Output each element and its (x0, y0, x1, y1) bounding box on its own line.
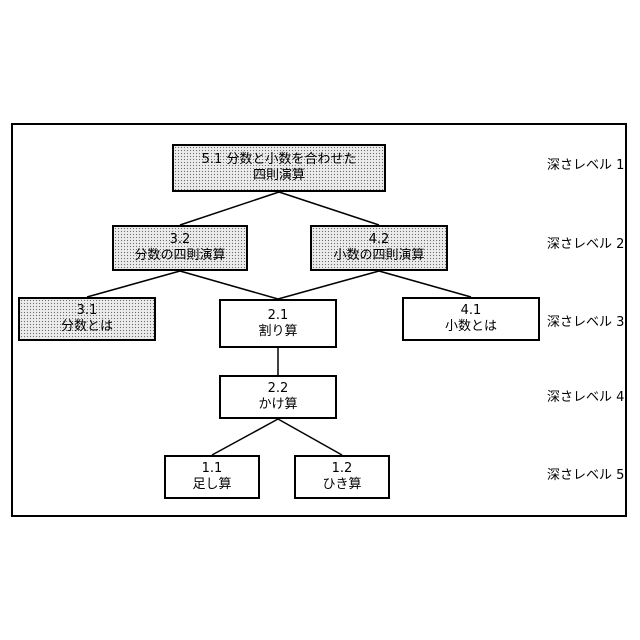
depth-level-3-label: 深さレベル 3 (547, 315, 624, 331)
node-3-1-title: 分数とは (61, 319, 113, 335)
depth-level-5-label: 深さレベル 5 (547, 468, 624, 484)
node-4-1-number: 4.1 (461, 303, 482, 319)
edge-n42-n21 (278, 271, 379, 299)
edge-n42-n41 (379, 271, 471, 297)
node-1-1-number: 1.1 (202, 461, 223, 477)
node-2-1: 2.1 割り算 (219, 299, 337, 348)
edge-n22-n12 (278, 419, 342, 455)
node-3-1-number: 3.1 (77, 303, 98, 319)
edge-n22-n11 (212, 419, 278, 455)
node-5-1: 5.1 分数と小数を合わせた 四則演算 (172, 144, 386, 192)
node-2-2: 2.2 かけ算 (219, 375, 337, 419)
node-2-1-title: 割り算 (258, 324, 297, 340)
node-4-2-number: 4.2 (369, 232, 390, 248)
node-3-2-title: 分数の四則演算 (134, 248, 225, 264)
edge-n51-n42 (279, 192, 379, 225)
depth-level-4-label: 深さレベル 4 (547, 390, 624, 406)
edge-n32-n21 (180, 271, 278, 299)
node-1-1-title: 足し算 (192, 477, 231, 493)
node-4-2-title: 小数の四則演算 (333, 248, 424, 264)
node-1-1: 1.1 足し算 (164, 455, 260, 499)
node-2-2-title: かけ算 (258, 397, 297, 413)
node-1-2: 1.2 ひき算 (294, 455, 390, 499)
node-5-1-title-cont: 四則演算 (253, 168, 305, 184)
node-2-2-number: 2.2 (268, 381, 289, 397)
edge-n51-n32 (180, 192, 279, 225)
node-4-2: 4.2 小数の四則演算 (310, 225, 448, 271)
node-5-1-number-title: 5.1 分数と小数を合わせた (202, 152, 357, 168)
node-1-2-number: 1.2 (332, 461, 353, 477)
node-4-1: 4.1 小数とは (402, 297, 540, 341)
node-1-2-title: ひき算 (322, 477, 361, 493)
node-3-2: 3.2 分数の四則演算 (112, 225, 248, 271)
node-3-2-number: 3.2 (170, 232, 191, 248)
depth-level-2-label: 深さレベル 2 (547, 237, 624, 253)
node-2-1-number: 2.1 (268, 308, 289, 324)
edge-n32-n31 (87, 271, 180, 297)
node-3-1: 3.1 分数とは (18, 297, 156, 341)
node-4-1-title: 小数とは (445, 319, 497, 335)
depth-level-1-label: 深さレベル 1 (547, 158, 624, 174)
